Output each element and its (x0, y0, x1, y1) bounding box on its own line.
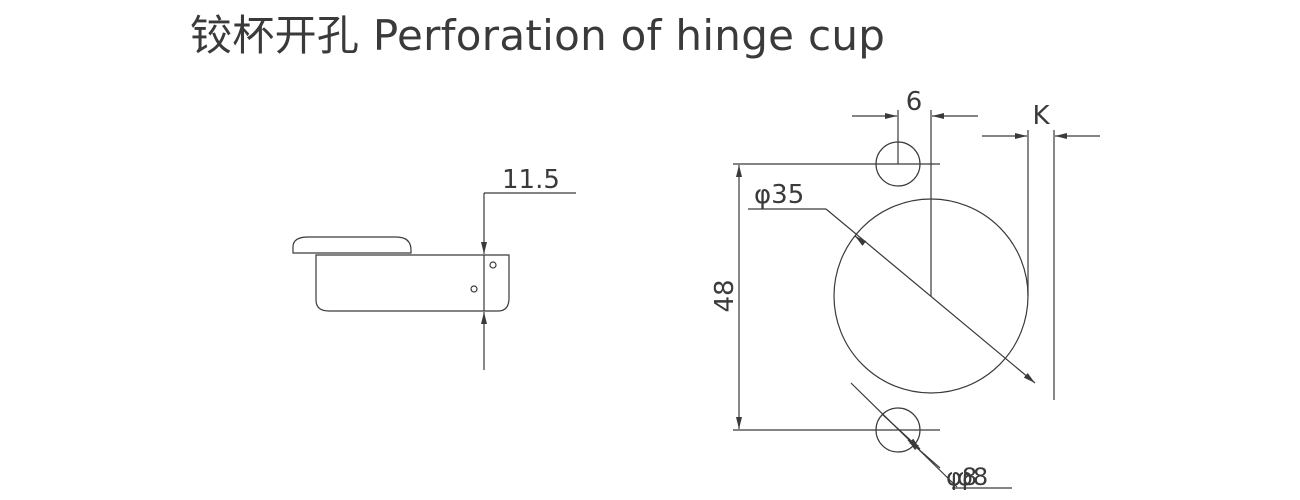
side-view (292, 192, 576, 370)
cup-diameter-arrow-start (854, 235, 867, 246)
front-view (733, 110, 1100, 489)
cup-body (315, 254, 510, 312)
pin-diameter-arrow-b (907, 439, 941, 469)
cup-flange (292, 236, 412, 254)
pin-diameter-label-b: φ8 (957, 463, 988, 491)
spacing-label: 6 (906, 87, 923, 117)
height-label: 48 (710, 279, 740, 312)
side-hole-bottom (470, 285, 478, 293)
side-hole-top (489, 261, 497, 269)
pin-diameter-label-a: φ8 (946, 463, 977, 491)
cup-diameter-label: φ35 (754, 180, 804, 210)
page-title: 铰杯开孔 Perforation of hinge cup (190, 11, 886, 60)
side-depth-label: 11.5 (502, 165, 560, 195)
pin-diameter-arrow-a (881, 413, 921, 450)
k-label: K (1032, 101, 1050, 131)
